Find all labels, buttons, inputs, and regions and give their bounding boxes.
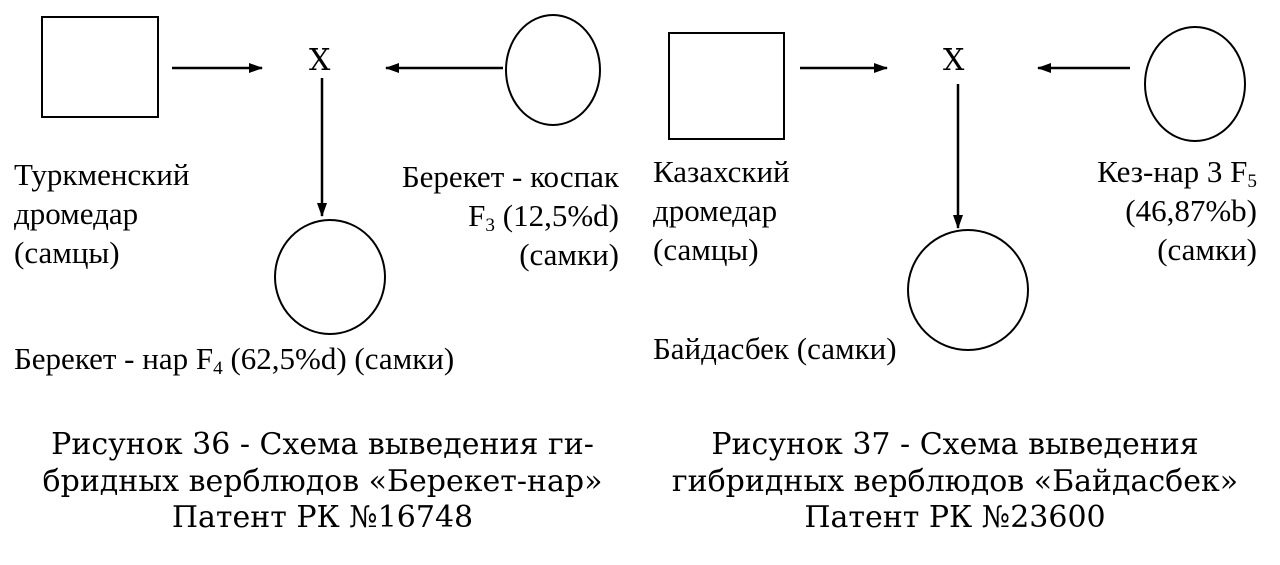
fig37-male-label-line: (самцы)	[653, 231, 759, 267]
fig36-male-label-line: (самцы)	[14, 234, 120, 270]
fig37-offspring-circle	[907, 229, 1029, 351]
fig37-caption-line: Рисунок 37 - Схема выведения	[711, 427, 1199, 462]
fig36-offspring-circle	[274, 219, 386, 335]
fig36-male-label: Туркменский дромедар (самцы)	[14, 156, 189, 272]
fig37-male-label-line: Казахский	[653, 154, 790, 189]
fig36-female-label-line: (самки)	[519, 236, 619, 272]
fig36-male-label-line: дромедар	[14, 195, 139, 231]
fig37-caption-line: Патент РК №23600	[804, 500, 1106, 536]
fig37-female-label-line: (46,87%b)	[1125, 192, 1257, 228]
fig37-male-square	[668, 32, 785, 140]
fig36-female-label-line: F3 (12,5%d)	[468, 197, 619, 236]
fig36-female-label: Берекет - коспак F3 (12,5%d) (самки)	[340, 158, 619, 274]
fig37-caption: Рисунок 37 - Схема выведения гибридных в…	[640, 427, 1270, 537]
fig37-offspring-label: Байдасбек (самки)	[653, 331, 897, 366]
fig36-caption-line: Патент РК №16748	[171, 500, 474, 536]
fig37-male-label-line: дромедар	[653, 192, 778, 228]
fig36-caption-line: бридных верблюдов «Берекет-нар»	[42, 463, 603, 499]
fig37-female-label-line: Кез-нар 3 F5	[1097, 154, 1257, 192]
fig37-female-circle	[1144, 26, 1246, 142]
fig37-male-label: Казахский дромедар (самцы)	[653, 153, 790, 269]
fig36-male-label-line: Туркменский	[14, 157, 190, 192]
fig36-offspring-label: Берекет - нар F4 (62,5%d) (самки)	[14, 341, 455, 379]
fig36-cross-symbol: X	[309, 43, 331, 78]
fig37-caption-line: гибридных верблюдов «Байдасбек»	[671, 463, 1239, 499]
fig37-female-label-line: (самки)	[1157, 231, 1257, 267]
fig36-female-label-line: Берекет - коспак	[401, 159, 619, 194]
fig37-female-label: Кез-нар 3 F5 (46,87%b) (самки)	[1000, 153, 1257, 269]
fig36-female-circle	[505, 14, 601, 126]
fig36-caption-line: Рисунок 36 - Схема выведения ги-	[51, 427, 594, 462]
fig36-male-square	[41, 16, 159, 118]
fig37-cross-symbol: X	[943, 43, 965, 78]
fig36-caption: Рисунок 36 - Схема выведения ги- бридных…	[20, 427, 625, 537]
